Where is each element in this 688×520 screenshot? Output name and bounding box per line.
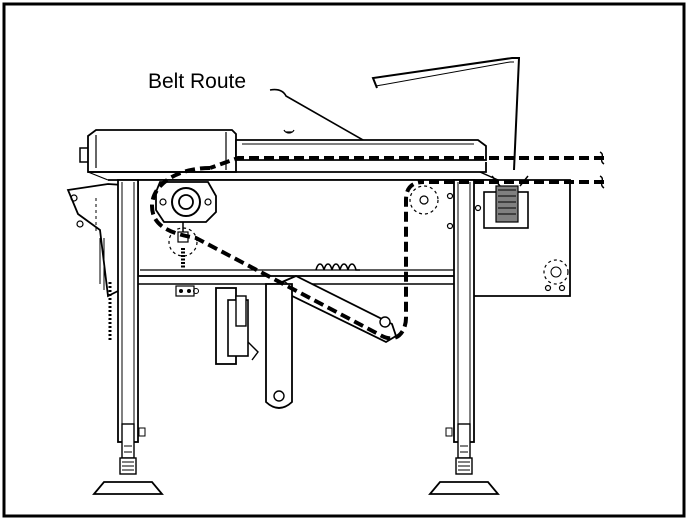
belt-break-marks bbox=[599, 151, 605, 189]
left-foot-pad bbox=[92, 481, 164, 495]
spring-coil bbox=[315, 263, 360, 271]
small-motor bbox=[215, 287, 259, 365]
belt-route-label: Belt Route bbox=[148, 70, 246, 93]
drive-pulley bbox=[155, 181, 217, 223]
conveyor-bed bbox=[235, 129, 487, 161]
hanging-plate bbox=[265, 283, 293, 409]
left-leg bbox=[92, 179, 164, 495]
belt-route-path bbox=[150, 156, 604, 341]
right-foot-pad bbox=[428, 481, 500, 495]
guide-rod bbox=[371, 57, 521, 171]
belt-route-leader bbox=[269, 88, 385, 153]
idler-roller bbox=[409, 185, 439, 215]
cross-clamp bbox=[175, 285, 199, 297]
gear-box bbox=[462, 175, 571, 297]
